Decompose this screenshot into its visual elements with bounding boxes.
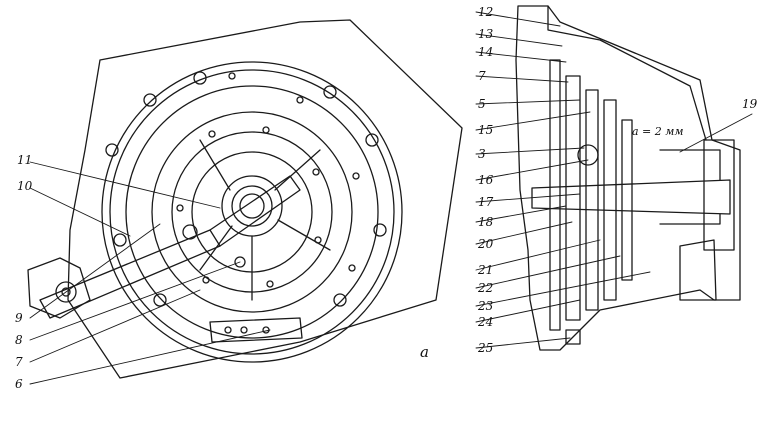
callout-19: 19 xyxy=(742,97,758,111)
view-letter: a xyxy=(420,343,429,361)
input-shaft xyxy=(531,179,731,215)
section-view xyxy=(475,5,753,351)
callout-10: 10 xyxy=(17,179,33,193)
callout-25: 25 xyxy=(478,341,494,355)
callout-3: 3 xyxy=(478,147,486,161)
callout-22: 22 xyxy=(478,281,494,295)
housing-outline xyxy=(67,19,463,379)
callout-14: 14 xyxy=(478,45,494,59)
front-view xyxy=(27,19,463,385)
callout-5: 5 xyxy=(478,97,486,111)
callout-13: 13 xyxy=(478,27,494,41)
callout-8: 8 xyxy=(15,333,23,347)
gap-annotation: a = 2 мм xyxy=(632,125,684,138)
callout-24: 24 xyxy=(478,315,494,329)
callout-18: 18 xyxy=(478,215,494,229)
callout-20: 20 xyxy=(478,237,494,251)
outer-bolts xyxy=(105,71,387,307)
callout-23: 23 xyxy=(478,299,494,313)
callout-16: 16 xyxy=(478,173,494,187)
callout-7-right: 7 xyxy=(478,69,486,83)
inner-holes xyxy=(176,72,360,288)
callout-21: 21 xyxy=(478,263,494,277)
bell-housing xyxy=(515,5,741,351)
release-fork xyxy=(27,175,301,319)
callout-7: 7 xyxy=(15,355,23,369)
callout-6: 6 xyxy=(15,377,23,391)
callout-9: 9 xyxy=(15,311,23,325)
callout-17: 17 xyxy=(478,195,494,209)
callout-15: 15 xyxy=(478,123,494,137)
callout-12: 12 xyxy=(478,5,494,19)
callout-11: 11 xyxy=(17,153,33,167)
